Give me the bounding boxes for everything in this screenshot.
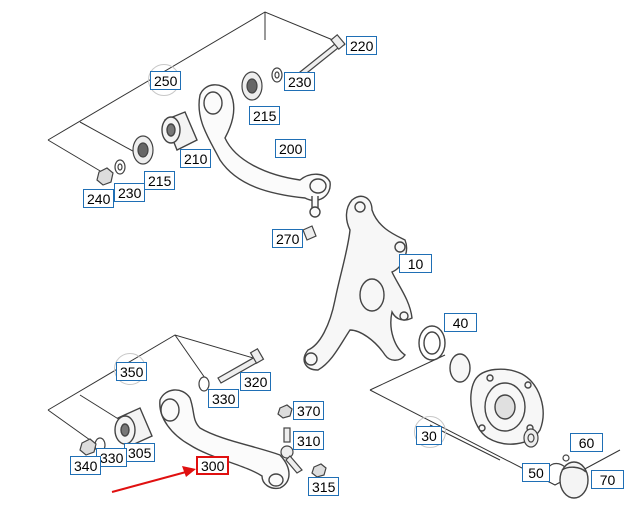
- part-label-40[interactable]: 40: [444, 313, 477, 332]
- wheel-hub-30: [449, 353, 544, 445]
- nut-340: [79, 438, 97, 456]
- washer-230-lower: [114, 159, 126, 175]
- upper-control-arm-200: [198, 84, 331, 218]
- bearing-40: [418, 325, 446, 361]
- highlight-arrow: [111, 466, 196, 493]
- guide-line: [47, 409, 91, 441]
- cap-70: [559, 461, 589, 499]
- part-label-320[interactable]: 320: [240, 372, 272, 391]
- part-label-310[interactable]: 310: [293, 431, 325, 450]
- part-label-215-lower[interactable]: 215: [144, 171, 176, 190]
- guide-line: [369, 389, 621, 486]
- part-label-230-upper[interactable]: 230: [284, 72, 316, 91]
- lower-control-arm-300: [159, 389, 290, 490]
- ball-joint-310: [280, 427, 303, 474]
- part-label-10[interactable]: 10: [399, 254, 432, 273]
- guide-line: [369, 354, 446, 391]
- part-label-300-highlighted[interactable]: 300: [196, 456, 230, 475]
- part-label-215-upper[interactable]: 215: [249, 106, 281, 125]
- steering-knuckle-10: [303, 195, 413, 371]
- bushing-215-upper: [241, 71, 263, 101]
- guide-line: [79, 121, 141, 156]
- part-label-220[interactable]: 220: [346, 36, 378, 55]
- part-label-60[interactable]: 60: [570, 433, 603, 452]
- guide-line: [79, 394, 121, 421]
- washer-330-upper: [198, 376, 210, 392]
- bushing-270: [302, 225, 317, 241]
- part-label-305[interactable]: 305: [124, 443, 156, 462]
- part-label-230-lower[interactable]: 230: [114, 183, 146, 202]
- part-label-340[interactable]: 340: [70, 456, 102, 475]
- bushing-305: [114, 407, 153, 447]
- part-label-330-upper[interactable]: 330: [208, 389, 240, 408]
- bolt-320: [217, 347, 265, 384]
- washer-230-upper: [271, 67, 283, 83]
- part-label-70[interactable]: 70: [591, 470, 624, 489]
- part-label-30[interactable]: 30: [416, 426, 442, 445]
- part-label-200[interactable]: 200: [275, 139, 307, 158]
- nut-370: [277, 404, 293, 419]
- part-label-330-lower[interactable]: 330: [96, 448, 128, 467]
- part-label-370[interactable]: 370: [293, 401, 325, 420]
- bolt-220: [299, 33, 346, 77]
- bushing-210: [161, 111, 198, 151]
- part-label-270[interactable]: 270: [272, 229, 304, 248]
- part-label-315[interactable]: 315: [308, 477, 340, 496]
- part-label-250[interactable]: 250: [150, 71, 182, 90]
- bushing-215-lower: [132, 135, 154, 165]
- part-label-350[interactable]: 350: [116, 362, 148, 381]
- part-label-50[interactable]: 50: [522, 463, 550, 482]
- guide-line: [174, 334, 206, 379]
- nut-315: [311, 463, 327, 478]
- nut-240: [96, 167, 114, 186]
- part-label-210[interactable]: 210: [180, 149, 212, 168]
- nut-50: [523, 428, 539, 448]
- part-label-240[interactable]: 240: [83, 189, 115, 208]
